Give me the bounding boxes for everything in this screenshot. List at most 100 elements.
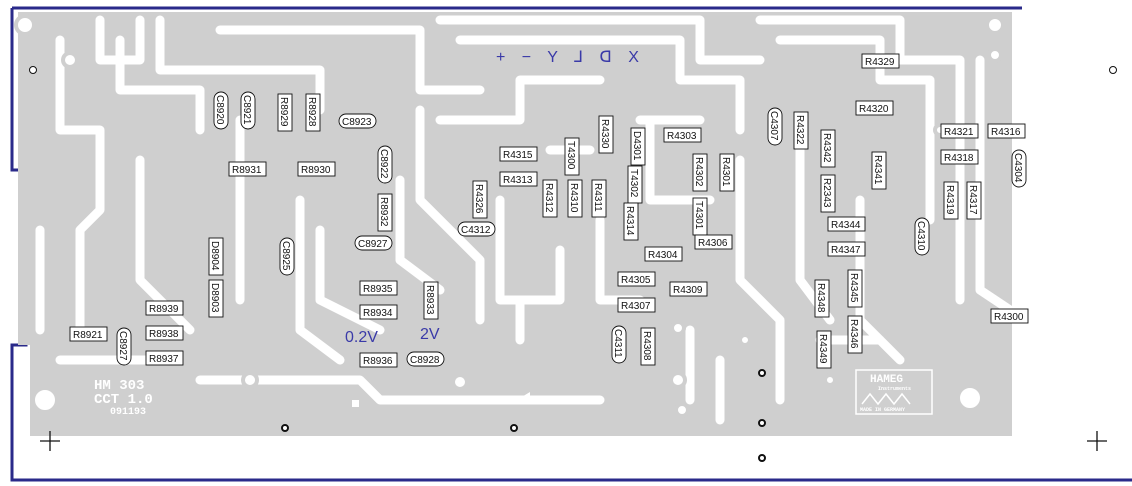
component-ref-c4312: C4312 — [461, 225, 491, 236]
component-ref-r8936: R8936 — [363, 356, 393, 367]
component-ref-r4348: R4348 — [815, 283, 826, 313]
component-r4304: R4304 — [644, 246, 683, 262]
component-r4348: R4348 — [814, 279, 830, 318]
component-r4326: R4326 — [472, 180, 488, 219]
component-d4301: D4301 — [630, 127, 646, 166]
component-c8927b: C8927 — [116, 327, 132, 366]
component-ref-r4346: R4346 — [848, 319, 859, 349]
component-r4302: R4302 — [692, 153, 708, 192]
silk-code: 091193 — [110, 407, 146, 418]
component-ref-t4302: T4302 — [628, 169, 639, 198]
component-ref-r8935: R8935 — [363, 284, 393, 295]
component-r4305: R4305 — [617, 271, 656, 287]
component-ref-r4347: R4347 — [831, 245, 861, 256]
component-ref-r8928: R8928 — [306, 97, 317, 127]
component-ref-r4312: R4312 — [543, 183, 554, 213]
ground-plane — [18, 12, 1012, 436]
component-r4307: R4307 — [617, 297, 656, 313]
component-ref-c8927b: C8927 — [117, 331, 128, 361]
component-r8937: R8937 — [145, 350, 184, 366]
component-r4314: R4314 — [623, 202, 639, 241]
component-ref-r4314: R4314 — [624, 206, 635, 236]
component-r8921: R8921 — [69, 326, 108, 342]
component-ref-r8932: R8932 — [378, 197, 389, 227]
component-r8929: R8929 — [277, 93, 293, 132]
component-ref-r8930: R8930 — [301, 165, 331, 176]
component-ref-c8920: C8920 — [214, 95, 225, 125]
component-ref-r4311: R4311 — [592, 183, 603, 212]
component-c4312: C4312 — [457, 221, 496, 237]
component-ref-r4317: R4317 — [967, 185, 978, 215]
component-r4300: R4300 — [990, 308, 1029, 324]
component-c4307: C4307 — [767, 107, 783, 146]
component-r4318: R4318 — [940, 149, 979, 165]
component-ref-r8937: R8937 — [149, 354, 179, 365]
component-c4311: C4311 — [611, 325, 627, 364]
component-c8920: C8920 — [213, 91, 229, 130]
component-ref-r8921: R8921 — [73, 330, 103, 341]
component-ref-r8929: R8929 — [278, 97, 289, 127]
component-ref-r8934: R8934 — [363, 308, 393, 319]
component-r4310: R4310 — [567, 179, 583, 218]
component-r8934: R8934 — [359, 304, 398, 320]
component-ref-c4311: C4311 — [612, 329, 623, 358]
component-ref-r8939: R8939 — [149, 304, 179, 315]
silk-cct: CCT 1.0 — [94, 392, 153, 408]
component-r8938: R8938 — [145, 325, 184, 341]
component-ref-r4304: R4304 — [648, 250, 678, 261]
silk-model: HM 303 — [94, 378, 144, 394]
component-r4329: R4329 — [861, 53, 900, 69]
arrow-mark — [520, 392, 546, 404]
component-r4345: R4345 — [847, 269, 863, 308]
component-c8923: C8923 — [338, 113, 377, 129]
component-r8933: R8933 — [423, 281, 439, 320]
component-r4346: R4346 — [847, 315, 863, 354]
component-r8931: R8931 — [228, 161, 267, 177]
component-ref-r4345: R4345 — [848, 273, 859, 303]
component-c4310: C4310 — [914, 217, 930, 256]
component-r4313: R4313 — [499, 171, 538, 187]
component-c8921: C8921 — [240, 91, 256, 130]
component-ref-r8933: R8933 — [424, 285, 435, 315]
component-r4344: R4344 — [827, 216, 866, 232]
header-marks: + − Y ⅃ ᗡ X — [496, 49, 645, 66]
component-r8939: R8939 — [145, 300, 184, 316]
component-r4349: R4349 — [816, 330, 832, 369]
component-ref-r4349: R4349 — [817, 334, 828, 364]
component-ref-r4305: R4305 — [621, 275, 651, 286]
component-t4302: T4302 — [627, 165, 643, 204]
component-ref-c8927: C8927 — [358, 239, 388, 250]
component-r2343: R2343 — [820, 174, 836, 213]
component-r4321: R4321 — [940, 123, 979, 139]
component-ref-c8923: C8923 — [342, 117, 372, 128]
component-r8935: R8935 — [359, 280, 398, 296]
component-ref-r4319: R4319 — [944, 185, 955, 215]
component-t4301: T4301 — [692, 197, 708, 236]
component-ref-c8921: C8921 — [241, 95, 252, 125]
component-ref-r4326: R4326 — [473, 184, 484, 214]
component-r4319: R4319 — [943, 181, 959, 220]
component-ref-d4301: D4301 — [631, 131, 642, 161]
component-ref-r4316: R4316 — [991, 127, 1021, 138]
component-ref-r4303: R4303 — [667, 131, 697, 142]
hameg-logo: HAMEG Instruments MADE IN GERMANY — [855, 369, 933, 415]
component-ref-r4306: R4306 — [698, 238, 728, 249]
component-ref-r4309: R4309 — [673, 285, 703, 296]
component-r4317: R4317 — [966, 181, 982, 220]
component-ref-r4313: R4313 — [503, 175, 533, 186]
component-ref-r4310: R4310 — [568, 183, 579, 213]
component-r8930: R8930 — [297, 161, 336, 177]
voltage-label-1: 0.2V — [345, 329, 378, 346]
component-ref-c8922: C8922 — [378, 149, 389, 179]
component-ref-r4342: R4342 — [821, 133, 832, 163]
component-d8903: D8903 — [208, 279, 224, 318]
component-ref-r4315: R4315 — [503, 150, 533, 161]
logo-brand: HAMEG — [870, 374, 903, 386]
component-ref-c8928: C8928 — [410, 355, 440, 366]
component-ref-r4301: R4301 — [720, 157, 731, 187]
component-ref-t4300: T4300 — [565, 141, 576, 170]
component-ref-r4330: R4330 — [599, 119, 610, 149]
component-ref-r4318: R4318 — [944, 153, 974, 164]
